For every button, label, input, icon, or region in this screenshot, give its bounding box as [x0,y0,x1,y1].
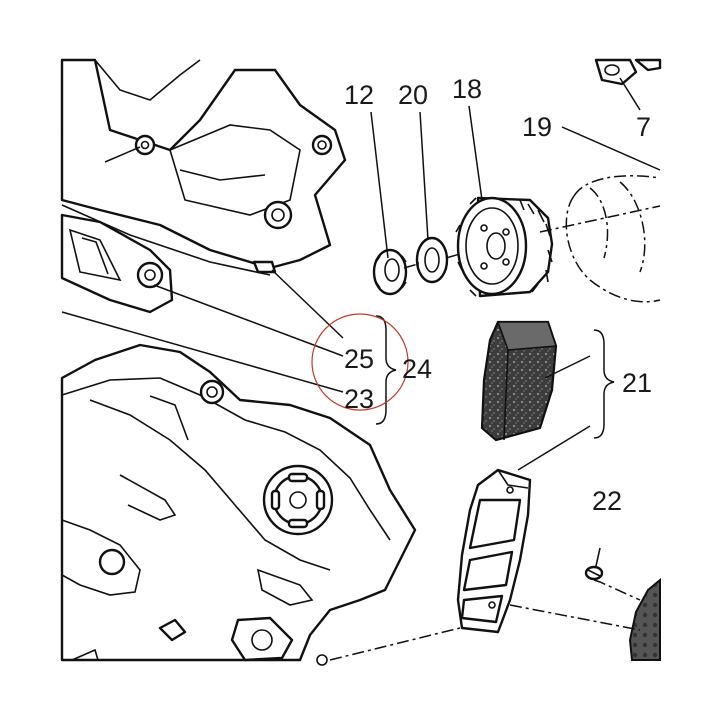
highlight-circle [311,313,409,411]
callout-7: 7 [636,112,651,142]
lower-chain-casing [60,343,417,666]
leader-lines [61,77,661,471]
brace-24 [375,315,397,425]
part-21-pad [480,320,558,442]
pad-backing-plate [456,468,532,634]
part-19-phantom-hub [539,175,661,303]
upper-frame-bracket [60,58,347,276]
callout-labels: 12 20 18 19 7 25 24 23 21 22 [344,74,652,516]
part-22-screw [584,547,604,581]
callout-18: 18 [452,74,482,104]
callout-25: 25 [344,344,374,374]
callout-21: 21 [622,368,652,398]
assembly-axis-lines [329,253,641,661]
callout-12: 12 [344,80,374,110]
callout-23: 23 [344,384,374,414]
callout-24: 24 [402,354,432,384]
part-7-nut [594,58,662,86]
part-12-nut [372,248,408,296]
brake-disc-edge [628,577,661,661]
callout-20: 20 [398,80,428,110]
swingarm-link [60,213,174,314]
callout-22: 22 [592,486,622,516]
part-20-washer [415,236,449,284]
brace-21 [593,329,615,439]
callout-19: 19 [522,112,552,142]
part-18-sprocket [455,196,554,298]
